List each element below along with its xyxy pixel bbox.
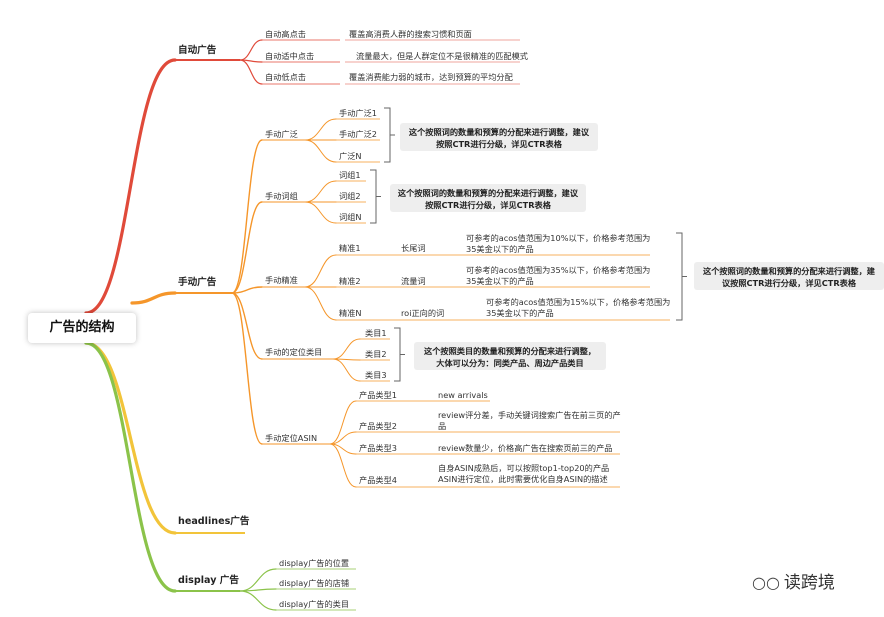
asin-item-label[interactable]: 产品类型2 (359, 421, 397, 431)
group-item[interactable]: 词组N (339, 212, 362, 222)
manual-child-connector (231, 292, 263, 360)
exact-item-kw: 流量词 (401, 276, 426, 286)
broad-item[interactable]: 手动广泛1 (339, 108, 377, 118)
groups-connector (304, 201, 337, 224)
exact-note: 这个按照词的数量和预算的分配来进行调整，建议按照CTR进行分级，详见CTR表格 (694, 262, 884, 290)
asin-connector (329, 400, 357, 445)
broad-item[interactable]: 手动广泛2 (339, 129, 377, 139)
asin-item-desc: 自身ASIN成熟后，可以按照top1-top20的产品ASIN进行定位，此时需要… (438, 463, 610, 484)
watermark-text: 读跨境 (783, 573, 835, 593)
branch-auto-title[interactable]: 自动广告 (178, 45, 217, 56)
manual-groups-title[interactable]: 手动词组 (265, 191, 298, 201)
manual-child-connector (231, 286, 263, 294)
category-item[interactable]: 类目1 (365, 328, 387, 338)
broad-connector (304, 118, 337, 141)
asin-connector (329, 431, 357, 445)
category-item[interactable]: 类目2 (365, 349, 387, 359)
exact-connector (304, 286, 337, 321)
display-item[interactable]: display广告的店铺 (279, 578, 350, 588)
groups-bracket (370, 169, 381, 224)
watermark: ○○读跨境 (752, 568, 835, 593)
auto-item-label[interactable]: 自动适中点击 (265, 51, 315, 61)
exact-item-label[interactable]: 精准2 (339, 276, 361, 286)
group-item[interactable]: 词组1 (339, 170, 361, 180)
category-item[interactable]: 类目3 (365, 370, 387, 380)
auto-child-connector (239, 39, 263, 61)
manual-broad-title[interactable]: 手动广泛 (265, 129, 298, 139)
exact-item-kw: roi正向的词 (401, 308, 445, 318)
asin-item-label[interactable]: 产品类型1 (359, 390, 397, 400)
asin-item-desc: new arrivals (438, 390, 488, 400)
exact-connector (304, 254, 337, 288)
asin-item-label[interactable]: 产品类型4 (359, 475, 397, 485)
exact-item-kw: 长尾词 (401, 243, 426, 253)
manual-child-connector (231, 292, 263, 445)
manual-asin-title[interactable]: 手动定位ASIN (265, 433, 318, 443)
broad-note: 这个按照词的数量和预算的分配来进行调整，建议按照CTR进行分级，详见CTR表格 (400, 123, 598, 151)
asin-item-desc: review数量少，价格高广告在搜索页前三的产品 (438, 443, 613, 453)
broad-item[interactable]: 广泛N (339, 151, 362, 161)
display-connector (239, 568, 277, 592)
branch-manual-title[interactable]: 手动广告 (178, 277, 217, 288)
wechat-icon: ○○ (752, 573, 780, 592)
manual-branch-connector (130, 291, 177, 305)
auto-child-connector (239, 59, 263, 85)
display-branch-connector (84, 341, 177, 593)
auto-item-desc: 覆盖消费能力弱的城市，达到预算的平均分配 (349, 72, 513, 82)
category-connector (332, 358, 361, 382)
manual-child-connector (231, 139, 263, 294)
asin-connector (329, 443, 357, 488)
auto-item-label[interactable]: 自动低点击 (265, 72, 306, 82)
branch-headlines-title[interactable]: headlines广告 (178, 516, 250, 527)
branch-display-title[interactable]: display 广告 (178, 575, 239, 586)
exact-item-desc: 可参考的acos值范围为15%以下，价格参考范围为35美金以下的产品 (486, 297, 671, 318)
groups-note: 这个按照词的数量和预算的分配来进行调整，建议按照CTR进行分级，详见CTR表格 (390, 184, 586, 212)
headlines-branch-connector (84, 341, 177, 535)
broad-bracket (384, 107, 395, 163)
asin-item-desc: review评分差，手动关键词搜索广告在前三页的产品 (438, 410, 621, 431)
exact-item-desc: 可参考的acos值范围为35%以下，价格参考范围为35美金以下的产品 (466, 265, 651, 286)
display-connector (239, 590, 277, 611)
auto-item-desc: 覆盖高消费人群的搜索习惯和页面 (349, 29, 472, 39)
auto-item-desc: 流量最大，但是人群定位不是很精准的匹配模式 (356, 51, 528, 61)
root-node[interactable]: 广告的结构 (28, 313, 136, 343)
broad-connector (304, 139, 337, 163)
category-bracket (394, 327, 405, 382)
manual-category-title[interactable]: 手动的定位类目 (265, 347, 323, 357)
exact-item-label[interactable]: 精准1 (339, 243, 361, 253)
exact-item-label[interactable]: 精准N (339, 308, 362, 318)
display-item[interactable]: display广告的位置 (279, 558, 350, 568)
category-note: 这个按照类目的数量和预算的分配来进行调整，大体可以分为：同类产品、周边产品类目 (414, 342, 606, 370)
manual-exact-title[interactable]: 手动精准 (265, 275, 298, 285)
group-item[interactable]: 词组2 (339, 191, 361, 201)
groups-connector (304, 180, 337, 203)
exact-item-desc: 可参考的acos值范围为10%以下，价格参考范围为35美金以下的产品 (466, 233, 651, 254)
asin-item-label[interactable]: 产品类型3 (359, 443, 397, 453)
exact-bracket (676, 232, 687, 321)
category-connector (332, 338, 361, 360)
auto-item-label[interactable]: 自动高点击 (265, 29, 306, 39)
auto-branch-connector (84, 58, 177, 315)
manual-child-connector (231, 201, 263, 294)
display-item[interactable]: display广告的类目 (279, 599, 350, 609)
